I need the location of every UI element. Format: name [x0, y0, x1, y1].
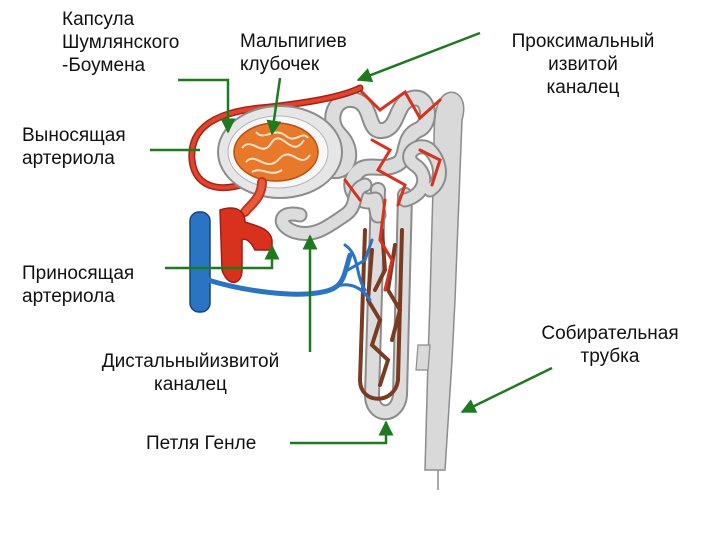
arrow-glomerulus — [266, 77, 282, 136]
label-capsule: Капсула Шумлянского -Боумена — [62, 8, 179, 77]
peritubular-capillaries — [343, 88, 442, 292]
label-collecting-duct: Собирательная трубка — [510, 322, 710, 368]
label-afferent-arteriole: Приносящая артериола — [22, 262, 134, 308]
renal-artery — [219, 207, 273, 284]
distal-tubule — [275, 139, 447, 241]
label-distal-line: Дистальныйизвитой — [101, 351, 280, 372]
label-capsule-line: -Боумена — [62, 55, 146, 76]
arrow-proximal — [356, 31, 481, 83]
label-afferent-line: артериола — [22, 286, 115, 307]
label-distal-tubule: Дистальныйизвитой каналец — [78, 350, 303, 396]
arrow-capsule — [178, 78, 236, 134]
afferent-arteriole — [240, 177, 267, 217]
label-proximal-line: извитой — [548, 54, 618, 75]
label-proximal-line: каналец — [546, 77, 620, 98]
glomerulus — [233, 122, 319, 182]
arrow-afferent — [165, 244, 280, 270]
label-collecting-line: Собирательная — [541, 323, 679, 344]
label-capsule-line: Шумлянского — [62, 32, 180, 53]
label-distal-line: каналец — [154, 374, 227, 395]
label-loop-line: Петля Генле — [146, 433, 257, 454]
label-efferent-line: Выносящая — [22, 125, 126, 146]
label-proximal-tubule: Проксимальный извитой каналец — [488, 30, 678, 99]
label-glomerulus: Мальпигиев клубочек — [240, 30, 347, 76]
label-glomerulus-line: Мальпигиев — [240, 31, 347, 52]
label-collecting-line: трубка — [580, 346, 640, 367]
label-glomerulus-line: клубочек — [240, 54, 320, 75]
label-afferent-line: Приносящая — [22, 263, 135, 284]
efferent-arteriole — [188, 84, 364, 192]
proximal-tubule — [321, 89, 436, 224]
arrow-collecting — [460, 366, 553, 414]
label-efferent-line: артериола — [22, 148, 115, 169]
label-proximal-line: Проксимальный — [511, 31, 655, 52]
label-loop-of-henle: Петля Генле — [146, 432, 256, 455]
label-efferent-arteriole: Выносящая артериола — [22, 124, 126, 170]
label-capsule-line: Капсула — [62, 9, 135, 30]
renal-vein — [189, 211, 353, 313]
pointer-arrows — [150, 31, 553, 445]
arrow-loop — [290, 420, 394, 445]
